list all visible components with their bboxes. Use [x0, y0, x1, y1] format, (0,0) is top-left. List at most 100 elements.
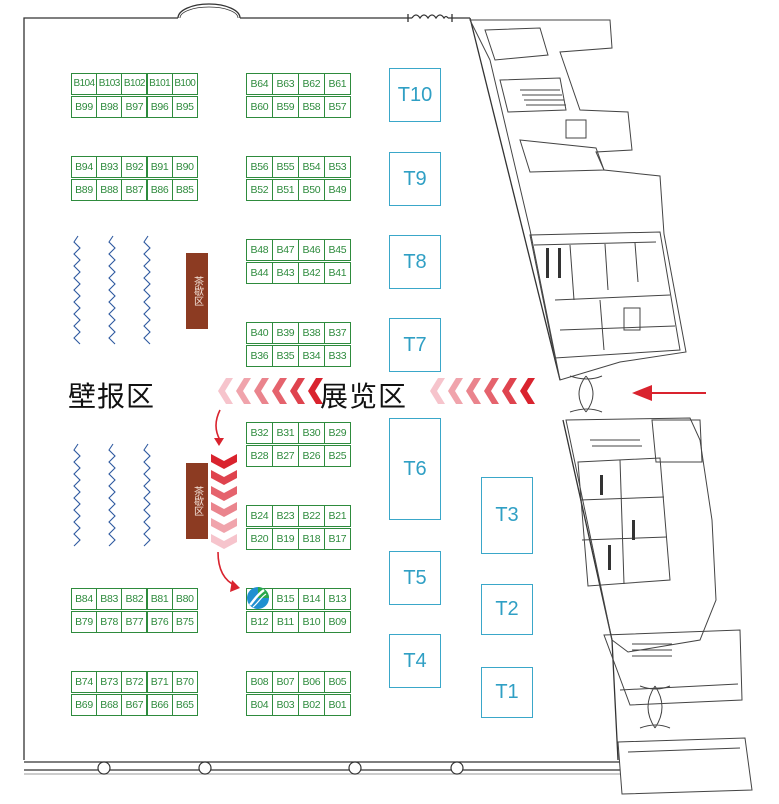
booth-b19: B19 [272, 528, 299, 550]
booth-b46: B46 [298, 239, 325, 261]
table-t10: T10 [389, 68, 441, 122]
booth-b75: B75 [171, 611, 198, 633]
booth-b84: B84 [71, 588, 97, 610]
booth-b94: B94 [71, 156, 97, 178]
booth-b65: B65 [171, 694, 198, 716]
booth-b86: B86 [146, 179, 173, 201]
booth-b31: B31 [272, 422, 299, 444]
booth-b18: B18 [298, 528, 325, 550]
booth-b27: B27 [272, 445, 299, 467]
booth-b47: B47 [272, 239, 299, 261]
booth-b22: B22 [298, 505, 325, 527]
booth-b73: B73 [96, 671, 123, 693]
booth-b37: B37 [324, 322, 351, 344]
flow-chevron [520, 378, 535, 404]
booth-b80: B80 [171, 588, 198, 610]
booth-b17: B17 [324, 528, 351, 550]
booth-b03: B03 [272, 694, 299, 716]
booth-b25: B25 [324, 445, 351, 467]
tea-break-area-lower: 茶歇区 [186, 463, 208, 539]
table-t5: T5 [389, 551, 441, 605]
flow-chevron [430, 378, 445, 404]
booth-b64: B64 [246, 73, 273, 95]
booth-b44: B44 [246, 262, 273, 284]
booth-b59: B59 [272, 96, 299, 118]
flow-chevron [218, 378, 233, 404]
booth-b30: B30 [298, 422, 325, 444]
wall-poster-zone-label: 壁报区 [68, 381, 156, 412]
booth-b82: B82 [121, 588, 148, 610]
booth-b58: B58 [298, 96, 325, 118]
booth-b26: B26 [298, 445, 325, 467]
booth-b05: B05 [324, 671, 351, 693]
booth-b83: B83 [96, 588, 123, 610]
flow-chevron [211, 502, 237, 517]
booth-b79: B79 [71, 611, 97, 633]
arrow-left-icon [632, 385, 706, 401]
booth-b41: B41 [324, 262, 351, 284]
booth-b96: B96 [146, 96, 173, 118]
table-t4: T4 [389, 634, 441, 688]
booth-b71: B71 [146, 671, 173, 693]
booth-b103: B103 [96, 73, 123, 95]
booth-b69: B69 [71, 694, 97, 716]
flow-chevron [254, 378, 269, 404]
flow-chevron [308, 378, 323, 404]
table-t3: T3 [481, 477, 533, 554]
booth-b04: B04 [246, 694, 273, 716]
booth-b98: B98 [96, 96, 123, 118]
flow-chevron [290, 378, 305, 404]
booth-b91: B91 [146, 156, 173, 178]
booth-b97: B97 [121, 96, 148, 118]
flow-chevron [502, 378, 517, 404]
booth-b90: B90 [171, 156, 198, 178]
booth-b07: B07 [272, 671, 299, 693]
booth-b51: B51 [272, 179, 299, 201]
flow-chevron [211, 534, 237, 549]
booth-b48: B48 [246, 239, 273, 261]
exhibition-zone-label: 展览区 [320, 381, 408, 412]
booth-b33: B33 [324, 345, 351, 367]
booth-b85: B85 [171, 179, 198, 201]
booth-b93: B93 [96, 156, 123, 178]
booth-b42: B42 [298, 262, 325, 284]
booth-b21: B21 [324, 505, 351, 527]
booth-b13: B13 [324, 588, 351, 610]
booth-b89: B89 [71, 179, 97, 201]
booth-b63: B63 [272, 73, 299, 95]
booth-b24: B24 [246, 505, 273, 527]
booth-b87: B87 [121, 179, 148, 201]
booth-b39: B39 [272, 322, 299, 344]
booth-b99: B99 [71, 96, 97, 118]
booth-b57: B57 [324, 96, 351, 118]
flow-chevron [211, 486, 237, 501]
flow-chevron [272, 378, 287, 404]
booth-b45: B45 [324, 239, 351, 261]
booth-b23: B23 [272, 505, 299, 527]
flow-chevron [484, 378, 499, 404]
booth-b01: B01 [324, 694, 351, 716]
booth-b102: B102 [121, 73, 148, 95]
flow-chevron [211, 470, 237, 485]
booth-b55: B55 [272, 156, 299, 178]
booth-b76: B76 [146, 611, 173, 633]
table-t1: T1 [481, 667, 533, 718]
booth-b101: B101 [146, 73, 173, 95]
tea-break-area-upper: 茶歇区 [186, 253, 208, 329]
booth-b14: B14 [298, 588, 325, 610]
booth-b60: B60 [246, 96, 273, 118]
booth-b53: B53 [324, 156, 351, 178]
flow-chevron [211, 454, 237, 469]
table-t6: T6 [389, 418, 441, 520]
booth-b34: B34 [298, 345, 325, 367]
booth-b32: B32 [246, 422, 273, 444]
flow-chevron [448, 378, 463, 404]
booth-b56: B56 [246, 156, 273, 178]
booth-b29: B29 [324, 422, 351, 444]
booth-b52: B52 [246, 179, 273, 201]
booth-b88: B88 [96, 179, 123, 201]
table-t9: T9 [389, 152, 441, 206]
table-t2: T2 [481, 584, 533, 635]
